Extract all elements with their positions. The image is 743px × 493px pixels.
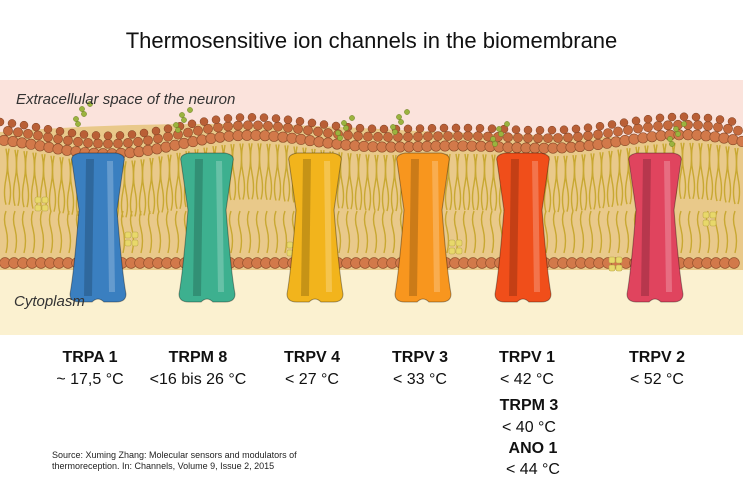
channel-name-trpa1: TRPA 1 [62, 349, 118, 366]
channel-temp-trpa1: ~ 17,5 °C [56, 371, 124, 388]
extracellular-label: Extracellular space of the neuron [16, 91, 236, 108]
channel-shading [301, 158, 311, 297]
channel-proteins [69, 152, 684, 303]
channel-temp-trpv4: < 27 °C [285, 371, 339, 388]
channel-protein-trpa1 [69, 152, 127, 303]
channel-highlight [664, 160, 672, 293]
channel-highlight [432, 160, 440, 293]
channel-temp-trpm8: <16 bis 26 °C [149, 371, 247, 388]
source-citation: Source: Xuming Zhang: Molecular sensors … [52, 450, 297, 471]
channel-name-trpv1: TRPV 1 [498, 349, 555, 366]
channel-shading [193, 158, 203, 297]
membrane-diagram [0, 80, 743, 335]
channel-highlight [324, 160, 332, 293]
channel-temp-trpv1: < 42 °C [500, 371, 554, 388]
channel-temp-trpv3: < 33 °C [393, 371, 447, 388]
channel-temp-ano1: < 44 °C [506, 461, 560, 478]
channel-protein-trpv2 [626, 152, 684, 303]
channel-highlight [107, 160, 115, 293]
channel-temp-trpv2: < 52 °C [630, 371, 684, 388]
channel-highlight [532, 160, 540, 293]
channel-highlight [216, 160, 224, 293]
page-title: Thermosensitive ion channels in the biom… [125, 28, 618, 53]
channel-shading [641, 158, 651, 297]
glycan-chains [73, 101, 687, 147]
channel-shading [509, 158, 519, 297]
channel-name-trpv3: TRPV 3 [391, 349, 448, 366]
channel-name-trpv2: TRPV 2 [628, 349, 685, 366]
channel-protein-trpv4 [286, 152, 344, 303]
cytoplasm-label: Cytoplasm [14, 293, 85, 310]
channel-name-trpv4: TRPV 4 [283, 349, 340, 366]
channel-temp-trpm3: < 40 °C [502, 419, 556, 436]
channel-protein-trpv3 [394, 152, 452, 303]
channel-protein-trpv1 [494, 152, 552, 303]
channel-shading [84, 158, 94, 297]
channel-name-ano1: ANO 1 [508, 440, 558, 457]
channel-name-trpm3: TRPM 3 [499, 397, 559, 414]
channel-name-trpm8: TRPM 8 [168, 349, 228, 366]
channel-shading [409, 158, 419, 297]
channel-protein-trpm8 [178, 152, 236, 303]
